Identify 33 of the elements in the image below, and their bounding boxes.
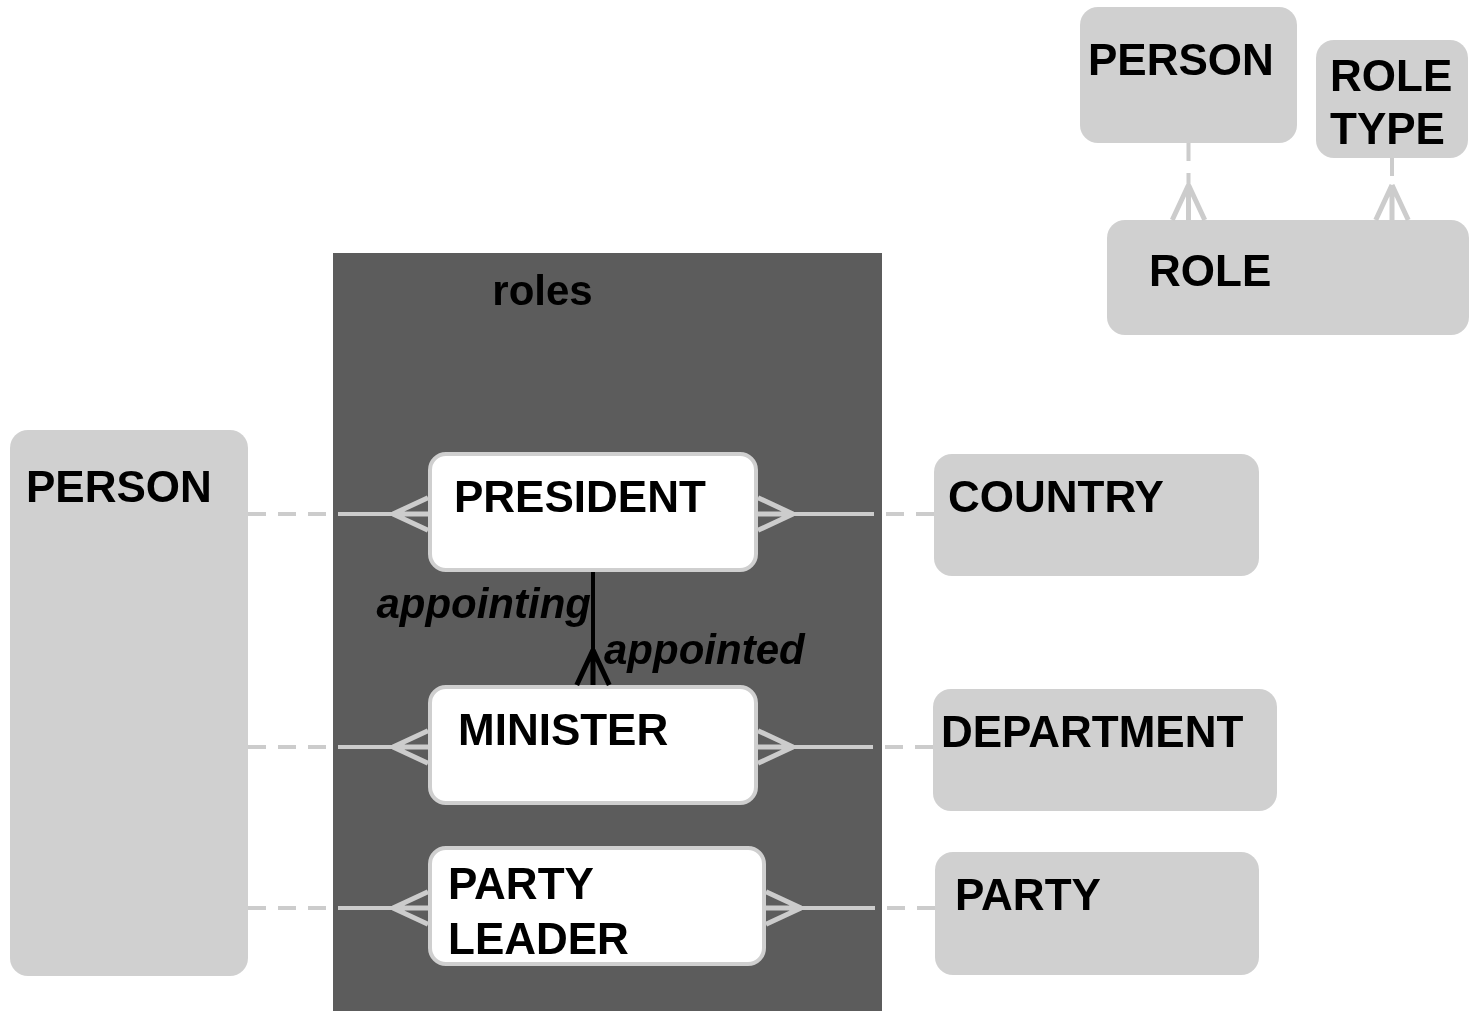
subtype-box (428, 452, 758, 572)
edge-label: appointing (376, 580, 591, 628)
relationship-line (1169, 143, 1208, 223)
entity-box (1107, 220, 1469, 335)
relationship-line (248, 495, 431, 533)
entity-name: ROLE (1149, 246, 1272, 297)
entity-name: PERSON (1088, 35, 1274, 86)
entity-box (1316, 40, 1468, 158)
relationship-line (1373, 158, 1411, 223)
entity-box (933, 689, 1277, 811)
entity-box (935, 852, 1259, 975)
relationship-line (763, 889, 935, 927)
relationship-line (574, 572, 612, 688)
entity-name: PARTY LEADER (448, 858, 630, 965)
entity-name: DEPARTMENT (941, 707, 1244, 758)
entity-name: PRESIDENT (454, 472, 706, 523)
entity-name: PERSON (26, 462, 212, 513)
entity-name: ROLE TYPE (1330, 50, 1454, 155)
relationship-line (248, 889, 431, 927)
entity-name: PARTY (955, 870, 1101, 921)
role-label: appointed (604, 626, 805, 674)
relationship-line (755, 728, 933, 766)
relationship-line (248, 728, 431, 766)
subtype-box (428, 685, 758, 805)
entity-box (10, 430, 248, 976)
subtype-box (428, 846, 766, 966)
entity-name: MINISTER (458, 705, 669, 756)
group-panel (333, 253, 882, 1011)
entity-box (1080, 7, 1297, 143)
entity-box (934, 454, 1259, 576)
group-title: roles (492, 267, 593, 316)
entity-name: COUNTRY (948, 472, 1164, 523)
relationship-line (755, 495, 934, 533)
